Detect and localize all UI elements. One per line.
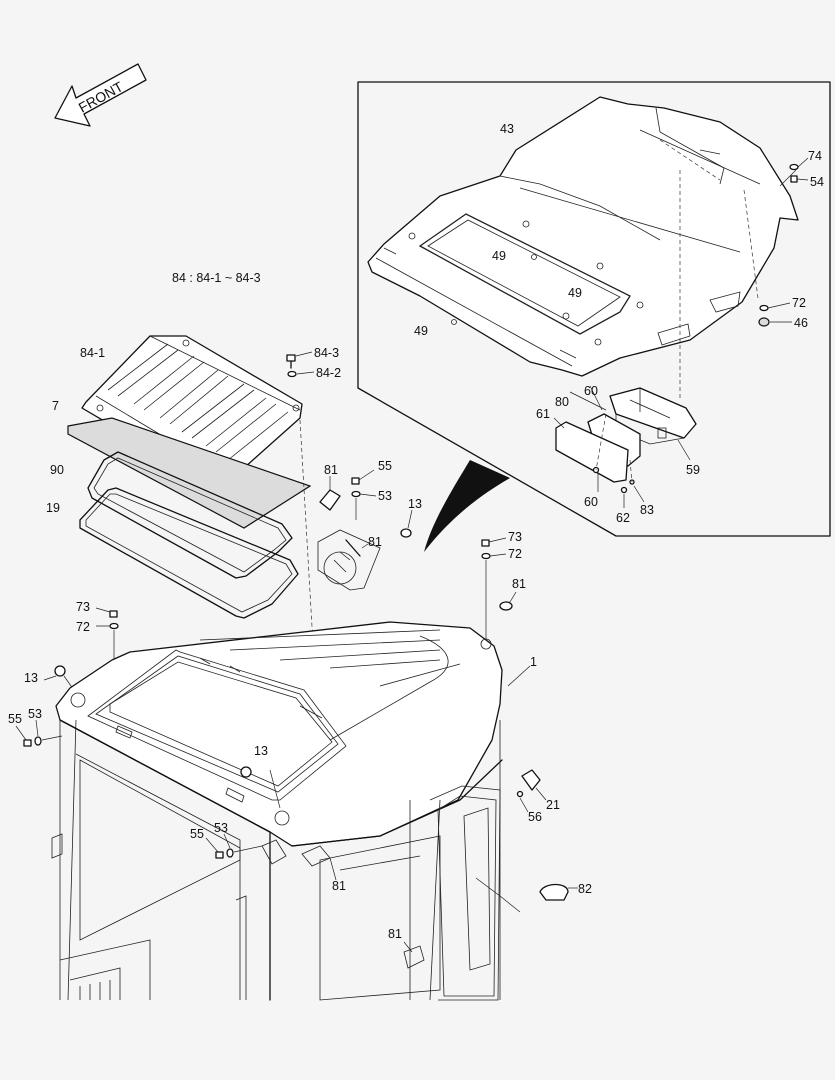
bracket-assembly: [553, 385, 697, 508]
label-72b: 72: [508, 547, 522, 561]
label-53a: 53: [378, 489, 392, 503]
label-72c: 72: [76, 620, 90, 634]
label-90: 90: [50, 463, 64, 477]
label-73a: 73: [508, 530, 522, 544]
label-53b: 53: [28, 707, 42, 721]
cab-frame-1: [51, 621, 531, 1001]
label-83: 83: [640, 503, 654, 517]
roof-left-hardware: [15, 607, 119, 747]
roof-cover-43: [367, 96, 799, 400]
seal-90: [87, 451, 293, 579]
label-55a: 55: [378, 459, 392, 473]
label-80: 80: [555, 395, 569, 409]
assembly-note: 84 : 84-1 ~ 84-3: [172, 271, 261, 285]
label-55b: 55: [8, 712, 22, 726]
label-19: 19: [46, 501, 60, 515]
roof-grille-84-1: [81, 335, 303, 489]
label-13c: 13: [254, 744, 268, 758]
label-72a: 72: [792, 296, 806, 310]
label-13a: 13: [408, 497, 422, 511]
label-1: 1: [530, 655, 537, 669]
seal-19: [79, 487, 299, 619]
label-62: 62: [616, 511, 630, 525]
label-55c: 55: [190, 827, 204, 841]
label-60a: 60: [584, 384, 598, 398]
label-84-1: 84-1: [80, 346, 105, 360]
label-46: 46: [794, 316, 808, 330]
label-60b: 60: [584, 495, 598, 509]
mid-hardware: [299, 419, 413, 731]
label-43: 43: [500, 122, 514, 136]
label-84-2: 84-2: [316, 366, 341, 380]
label-54: 54: [810, 175, 824, 189]
label-13b: 13: [24, 671, 38, 685]
label-49a: 49: [492, 249, 506, 263]
front-arrow: FRONT: [54, 63, 147, 127]
label-74: 74: [808, 149, 822, 163]
label-7: 7: [52, 399, 59, 413]
part-labels: 43 74 54 49 49 49 72 46 60 80 61 59 60 6…: [8, 122, 824, 941]
glass-7: [67, 417, 312, 529]
label-49c: 49: [414, 324, 428, 338]
label-82: 82: [578, 882, 592, 896]
cover-hardware: [758, 157, 809, 327]
cab-hardware: [205, 766, 578, 953]
label-81a: 81: [324, 463, 338, 477]
label-81b: 81: [368, 535, 382, 549]
label-21: 21: [546, 798, 560, 812]
label-81e: 81: [388, 927, 402, 941]
label-53c: 53: [214, 821, 228, 835]
detail-inset: [357, 81, 831, 537]
label-59: 59: [686, 463, 700, 477]
label-49b: 49: [568, 286, 582, 300]
label-81d: 81: [332, 879, 346, 893]
label-81c: 81: [512, 577, 526, 591]
label-61: 61: [536, 407, 550, 421]
detail-pointer: [424, 460, 510, 552]
roof-right-hardware: [481, 537, 517, 640]
label-84-3: 84-3: [314, 346, 339, 360]
label-56: 56: [528, 810, 542, 824]
label-73b: 73: [76, 600, 90, 614]
bolt-84: [286, 351, 315, 378]
